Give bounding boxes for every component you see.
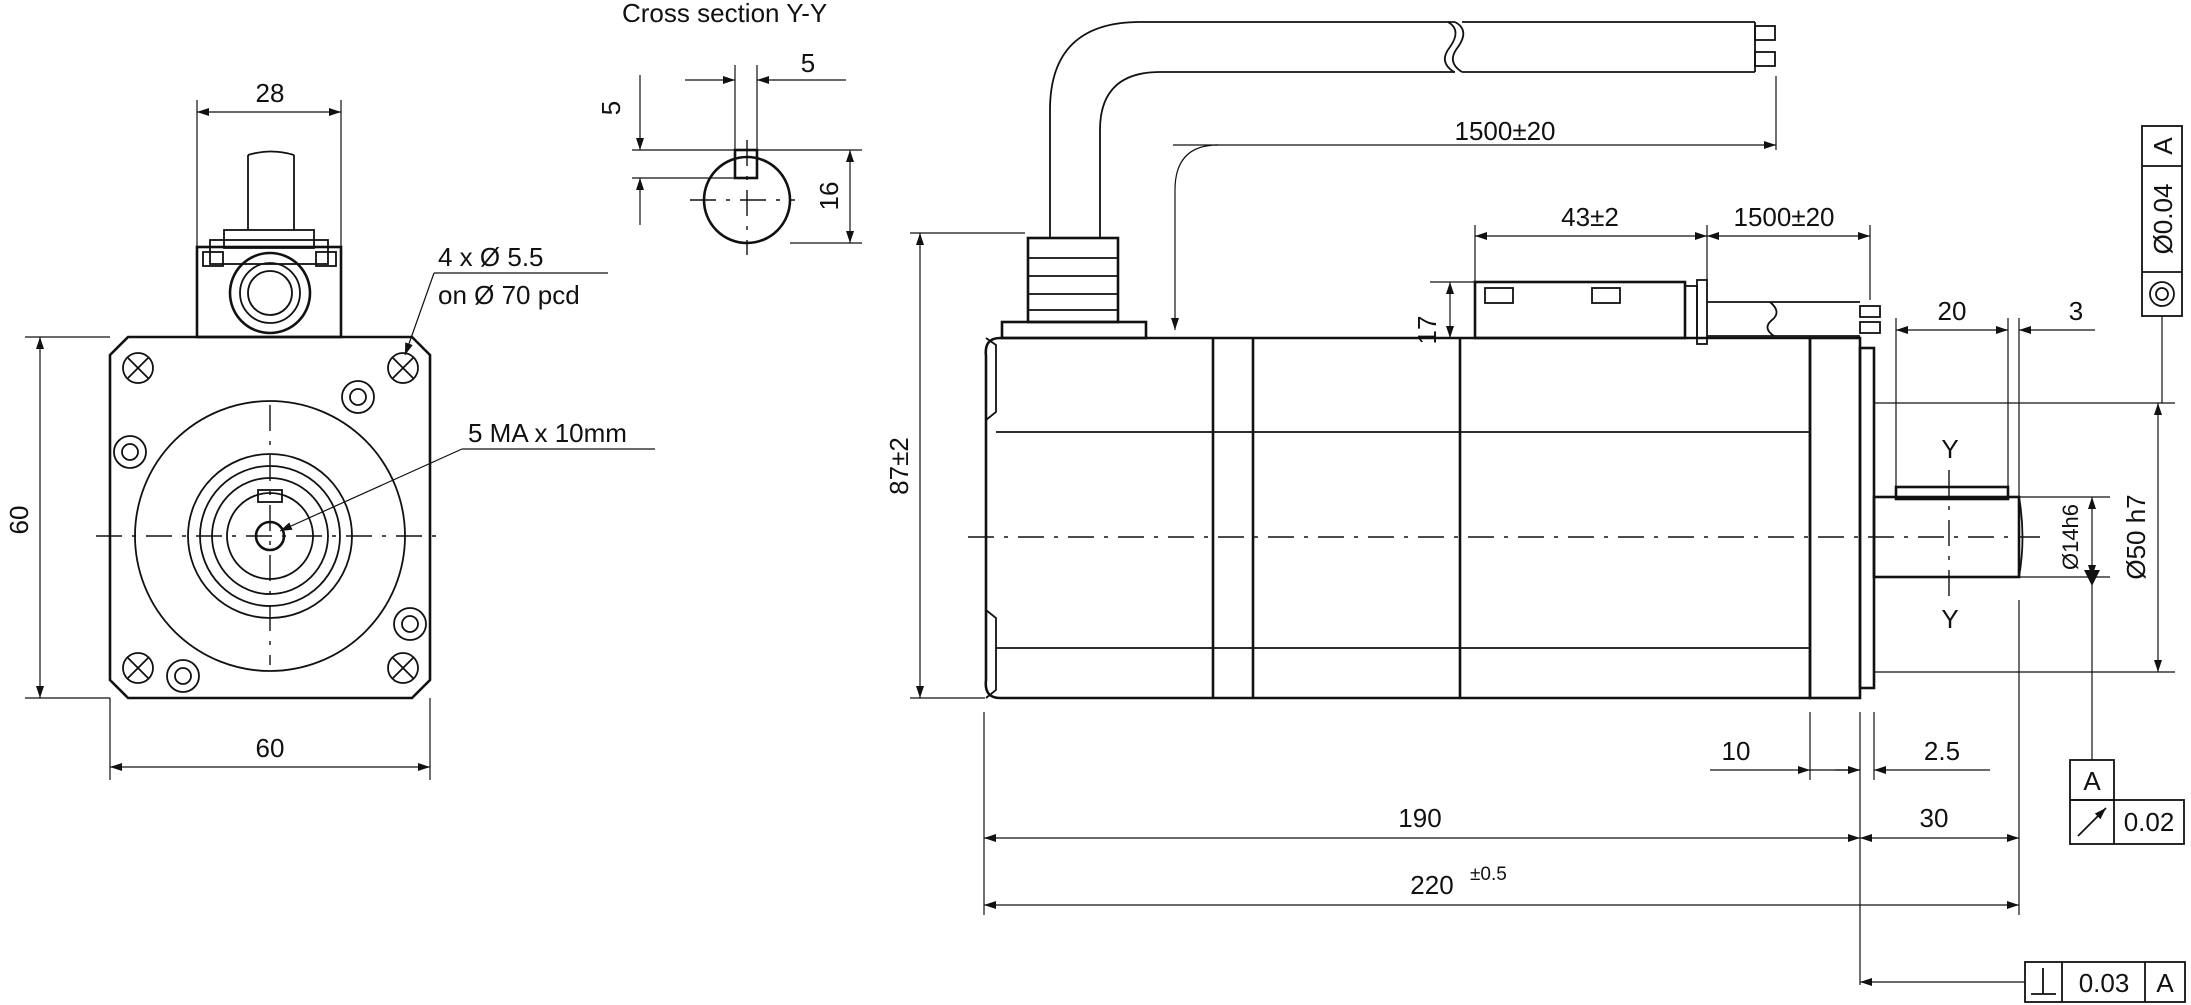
dim-front-width: 60 xyxy=(256,733,285,763)
hex-screw-3 xyxy=(393,607,427,641)
tapped-hole-label: 5 MA x 10mm xyxy=(468,418,627,448)
motor-flange xyxy=(1808,336,1862,700)
holes-count-label: 4 x Ø 5.5 xyxy=(438,242,544,272)
motor-shaft xyxy=(1872,495,2021,579)
power-cable xyxy=(1049,21,1455,238)
holes-pcd-label: on Ø 70 pcd xyxy=(438,280,580,310)
connector-base xyxy=(1000,320,1148,340)
hex-screw-1 xyxy=(113,435,147,469)
dim-brake-height: 17 xyxy=(1412,316,1442,345)
dim-body-length: 190 xyxy=(1398,803,1441,833)
mounting-hole-bottom-left xyxy=(122,652,154,684)
dim-cable-length-top: 1500±20 xyxy=(1454,116,1555,146)
concentricity-frame: A Ø0.04 xyxy=(2141,125,2183,403)
cross-section-key xyxy=(733,148,759,180)
hex-screw-4 xyxy=(166,659,200,693)
front-connector-housing xyxy=(195,245,343,339)
perpendicularity-datum: A xyxy=(2156,968,2174,998)
perpendicularity-frame: 0.03 A xyxy=(2024,961,2186,1003)
dim-shaft-diameter: Ø14h6 xyxy=(2058,504,2083,570)
cross-section-title: Cross section Y-Y xyxy=(622,0,827,28)
dim-connector-offset: 43±2 xyxy=(1561,202,1619,232)
front-view: 28 60 60 4 x Ø 5.5 on Ø 70 pcd 5 MA x 10… xyxy=(4,78,655,780)
dim-front-height: 60 xyxy=(4,506,34,535)
dim-shaft-key-length: 20 xyxy=(1938,296,1967,326)
datum-label: A xyxy=(2083,766,2101,796)
mounting-hole-top-left xyxy=(122,352,154,384)
dim-total-tolerance: ±0.5 xyxy=(1470,864,1507,885)
dim-key-depth: 5 xyxy=(596,101,626,115)
concentricity-value: Ø0.04 xyxy=(2148,184,2178,255)
side-view: Y Y 1500±20 87±2 17 43±2 1500±20 20 3 xyxy=(884,21,2186,1003)
concentricity-datum: A xyxy=(2148,137,2178,155)
dim-shaft-length: 30 xyxy=(1920,803,1949,833)
dim-flange-thickness: 10 xyxy=(1722,736,1751,766)
dim-front-28: 28 xyxy=(256,78,285,108)
shaft-key xyxy=(1894,485,2010,501)
dim-shaft-height: 16 xyxy=(814,182,844,211)
front-flange-outline xyxy=(108,335,432,700)
mounting-hole-top-right xyxy=(387,352,419,384)
dim-shaft-key-offset: 3 xyxy=(2069,296,2083,326)
section-marker-bottom: Y xyxy=(1941,604,1958,634)
dim-cable-length-brake: 1500±20 xyxy=(1733,202,1834,232)
runout-value: 0.02 xyxy=(2124,807,2175,837)
motor-pilot xyxy=(1858,346,1876,690)
dim-overall-height: 87±2 xyxy=(884,437,914,495)
dim-key-width: 5 xyxy=(801,48,815,78)
motor-body xyxy=(984,336,1812,700)
cross-section: Cross section Y-Y 5 5 16 xyxy=(596,0,862,255)
dim-pilot-depth: 2.5 xyxy=(1924,736,1960,766)
front-connector-nut xyxy=(228,251,312,335)
section-marker-top: Y xyxy=(1941,434,1958,464)
brake-housing xyxy=(1473,280,1687,340)
hex-screw-2 xyxy=(341,380,375,414)
runout-frame: 0.02 xyxy=(2069,799,2185,845)
dim-pilot-diameter: Ø50 h7 xyxy=(2121,494,2151,579)
dim-total-length: 220 xyxy=(1410,870,1453,900)
mounting-hole-bottom-right xyxy=(387,652,419,684)
datum-a-frame: A xyxy=(2069,759,2115,801)
perpendicularity-value: 0.03 xyxy=(2079,968,2130,998)
